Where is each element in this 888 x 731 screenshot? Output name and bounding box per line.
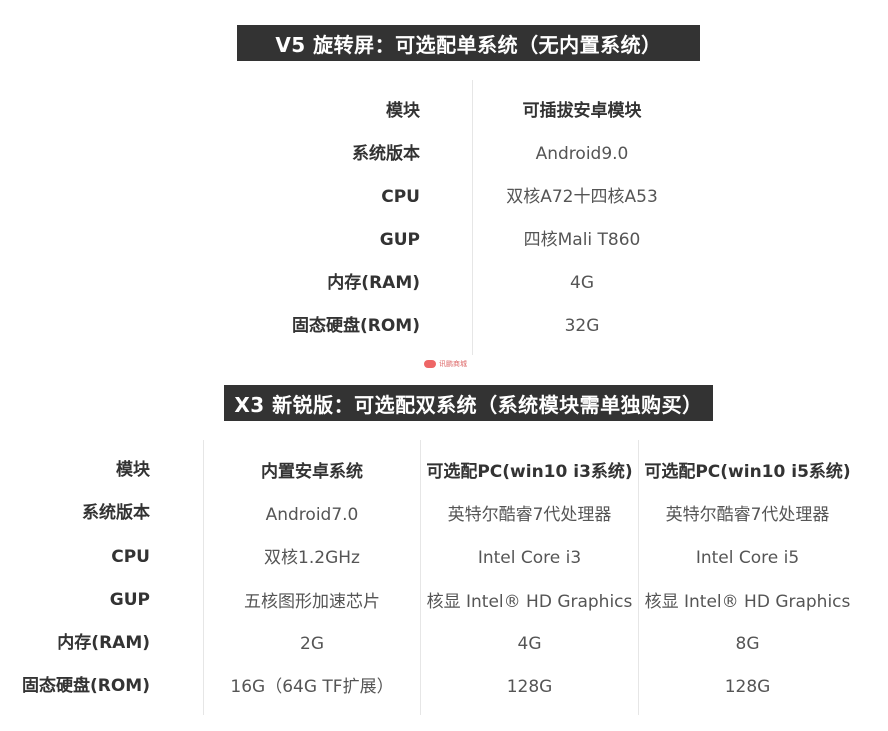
section2-i5-os-version: 英特尔酷睿7代处理器 <box>665 505 830 525</box>
section1-value-ram: 4G <box>570 273 594 293</box>
section1-value-cpu: 双核A72十四核A53 <box>506 187 658 207</box>
section2-i3-rom: 128G <box>506 677 553 697</box>
section2-android-rom: 16G（64G TF扩展） <box>230 677 394 697</box>
section2-android-gup: 五核图形加速芯片 <box>244 592 380 612</box>
watermark: 讯鹏商城 <box>424 359 467 369</box>
section2-divider-3 <box>638 440 639 715</box>
section2-i5-ram: 8G <box>735 634 760 654</box>
section2-i3-os-version: 英特尔酷睿7代处理器 <box>447 505 612 525</box>
section2-divider-2 <box>420 440 421 715</box>
section1-divider <box>472 80 473 355</box>
section2-label-cpu: CPU <box>111 547 150 567</box>
section1-value-gup: 四核Mali T860 <box>523 230 641 250</box>
section2-label-os-version: 系统版本 <box>82 503 150 523</box>
section2-label-rom: 固态硬盘(ROM) <box>22 676 150 696</box>
section1-title-banner: V5 旋转屏：可选配单系统（无内置系统） <box>237 25 700 61</box>
section1-value-os-version: Android9.0 <box>535 144 629 164</box>
section2-i3-ram: 4G <box>517 634 542 654</box>
section2-i3-cpu: Intel Core i3 <box>477 548 582 568</box>
section1-value-module: 可插拔安卓模块 <box>522 101 642 121</box>
section2-android-cpu: 双核1.2GHz <box>264 548 360 568</box>
section2-android-header: 内置安卓系统 <box>261 462 363 482</box>
section1-value-rom: 32G <box>564 316 600 336</box>
section2-label-gup: GUP <box>109 590 150 610</box>
section2-i5-header: 可选配PC(win10 i5系统) <box>644 462 851 482</box>
section2-title: X3 新锐版：可选配双系统（系统模块需单独购买） <box>234 392 703 417</box>
section1-label-rom: 固态硬盘(ROM) <box>292 316 420 336</box>
section2-i5-gup: 核显 Intel® HD Graphics <box>644 592 851 612</box>
section2-label-ram: 内存(RAM) <box>57 633 150 653</box>
section1-title: V5 旋转屏：可选配单系统（无内置系统） <box>275 32 662 57</box>
watermark-logo-icon <box>424 360 436 368</box>
section2-divider-1 <box>203 440 204 715</box>
section1-label-cpu: CPU <box>381 187 420 207</box>
section1-label-os-version: 系统版本 <box>352 144 420 164</box>
section2-title-banner: X3 新锐版：可选配双系统（系统模块需单独购买） <box>224 385 713 421</box>
section1-label-ram: 内存(RAM) <box>327 273 420 293</box>
section2-android-os-version: Android7.0 <box>265 505 359 525</box>
section1-label-gup: GUP <box>379 230 420 250</box>
section2-i3-header: 可选配PC(win10 i3系统) <box>426 462 633 482</box>
section2-i5-rom: 128G <box>724 677 771 697</box>
section2-android-ram: 2G <box>300 634 324 654</box>
watermark-text: 讯鹏商城 <box>439 360 467 368</box>
section1-label-module: 模块 <box>386 101 420 121</box>
section2-i3-gup: 核显 Intel® HD Graphics <box>426 592 633 612</box>
section2-label-module: 模块 <box>116 460 150 480</box>
section2-i5-cpu: Intel Core i5 <box>695 548 800 568</box>
